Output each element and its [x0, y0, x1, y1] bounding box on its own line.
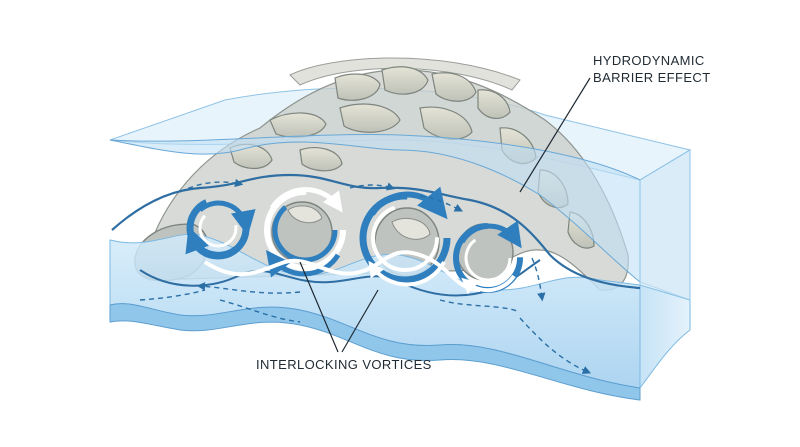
flow-arrow-top-2	[349, 182, 396, 191]
water-side-face	[639, 284, 691, 390]
barrier-effect-label-line2: BARRIER EFFECT	[593, 70, 711, 85]
callout-line-vortex-left	[299, 261, 339, 353]
barrier-boundary-line	[111, 173, 641, 290]
cap-arc	[289, 57, 521, 91]
bone-metacarpal-2	[381, 66, 429, 95]
finger-bones	[229, 66, 595, 249]
water-right-column	[639, 149, 691, 301]
vortex-interlock-curve	[203, 250, 481, 292]
callout-lines	[299, 77, 591, 353]
flow-arrow-bottom-2	[439, 299, 521, 313]
vortex-1	[185, 196, 256, 260]
fingernails	[287, 205, 431, 240]
fingernail-2	[287, 205, 323, 224]
flow-arrow-front-left	[219, 299, 301, 323]
bone-metacarpal-1	[334, 73, 381, 101]
interlocking-vortices-label-text: INTERLOCKING VORTICES	[256, 357, 432, 372]
flow-arrow-top-1	[179, 178, 244, 193]
bone-metacarpal-4	[477, 89, 511, 119]
bone-phalanx-h	[299, 147, 343, 172]
water-surface-wave	[109, 134, 691, 301]
flow-arrow-top-3	[419, 195, 464, 212]
vortex-4	[453, 220, 523, 295]
bone-phalanx-c	[419, 106, 473, 140]
flow-arrows	[139, 178, 592, 374]
bone-phalanx-b	[339, 103, 401, 133]
fingernail-3	[391, 218, 431, 240]
callout-line-barrier	[519, 77, 591, 193]
barrier-effect-label-line1: HYDRODYNAMIC	[593, 53, 705, 68]
bone-metacarpal-3	[431, 72, 477, 102]
flow-arrow-bottom-left	[196, 282, 301, 294]
flow-arrow-right-down	[531, 257, 546, 302]
interlocking-vortices-label: INTERLOCKING VORTICES	[256, 356, 456, 373]
callout-line-vortex-right	[341, 289, 379, 353]
barrier-effect-label: HYDRODYNAMIC BARRIER EFFECT	[593, 52, 753, 86]
vortex-3	[359, 186, 451, 287]
flow-arrow-bottom-1	[139, 289, 206, 301]
